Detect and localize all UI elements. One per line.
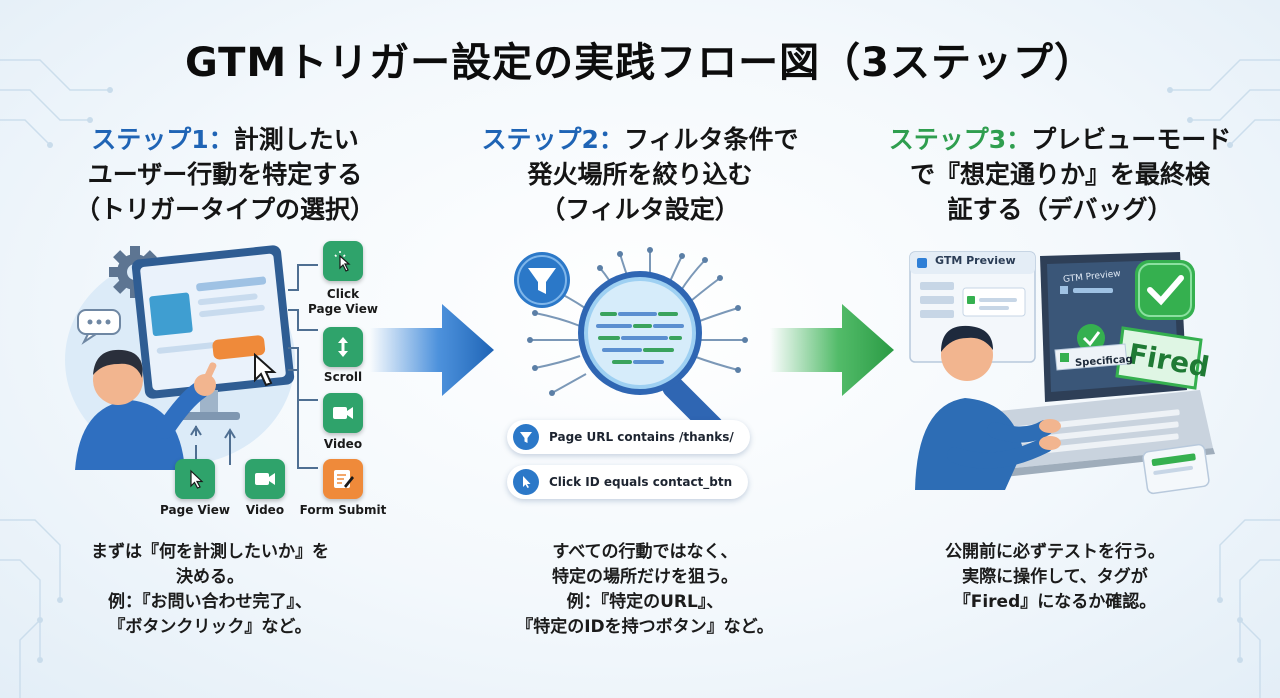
step3-description: 公開前に必ずテストを行う。 実際に操作して、タグが 『Fired』になるか確認。 <box>945 542 1165 612</box>
step1-description: まずは『何を計測したいか』を 決める。 例：『お問い合わせ完了』、 『ボタンクリ… <box>91 542 329 637</box>
video-label: Video <box>323 437 363 451</box>
form-submit-label: Form Submit <box>299 503 387 517</box>
video-bottom-label: Video <box>245 503 285 517</box>
step3-heading-line2: で『想定通りか』を最終検 <box>909 160 1210 189</box>
page-view-label: Page View <box>160 503 230 517</box>
step3-illustration <box>909 251 1215 495</box>
arrow-step2-to-step3 <box>770 304 894 396</box>
step2-label: ステップ2： <box>481 125 624 154</box>
scroll-arrows-icon <box>338 337 348 357</box>
filter-condition-url: Page URL contains /thanks/ <box>507 420 750 454</box>
video-trigger-tile-bottom <box>245 459 285 499</box>
step2-description: すべての行動ではなく、 特定の場所だけを狙う。 例：『特定のURL』、 『特定の… <box>516 542 774 637</box>
scroll-label: Scroll <box>323 370 363 384</box>
step2-heading-line2: 発火場所を絞り込む <box>527 160 753 189</box>
step2-illustration <box>514 247 748 438</box>
arrow-step1-to-step2 <box>370 304 494 396</box>
filter-condition-url-text: Page URL contains /thanks/ <box>549 430 734 444</box>
step3-heading-line1: プレビューモード <box>1031 125 1232 154</box>
step1-heading-line2: ユーザー行動を特定する <box>87 160 363 189</box>
funnel-icon <box>513 424 539 450</box>
cursor-icon <box>190 469 204 489</box>
gtm-preview-window <box>909 251 1036 363</box>
step3-heading: ステップ3：プレビューモード で『想定通りか』を最終検 証する（デバッグ） <box>870 122 1250 227</box>
gtm-preview-window-title: GTM Preview <box>935 254 1016 267</box>
monitor-illustration <box>131 245 295 420</box>
step2-heading: ステップ2：フィルタ条件で 発火場所を絞り込む （フィルタ設定） <box>450 122 830 227</box>
click-trigger-tile <box>323 241 363 281</box>
step2-heading-line3: （フィルタ設定） <box>540 195 740 224</box>
phone-illustration <box>1142 443 1210 495</box>
video-camera-icon <box>255 473 275 485</box>
step1-heading-line3: （トリガータイプの選択） <box>74 195 375 224</box>
step1-heading: ステップ1：計測したい ユーザー行動を特定する （トリガータイプの選択） <box>35 122 415 227</box>
filter-condition-click-id: Click ID equals contact_btn <box>507 465 749 499</box>
page-view-trigger-tile <box>175 459 215 499</box>
step1-label: ステップ1： <box>91 125 234 154</box>
video-trigger-tile <box>323 393 363 433</box>
scroll-trigger-tile <box>323 327 363 367</box>
click-page-view-label: Click Page View <box>308 287 378 316</box>
step1-heading-line1: 計測したい <box>233 125 359 154</box>
step1-illustration <box>65 245 318 470</box>
cursor-click-icon <box>334 251 351 272</box>
check-badge-icon <box>1135 260 1195 320</box>
step3-label: ステップ3： <box>888 125 1032 154</box>
form-edit-icon <box>334 470 354 488</box>
cursor-icon <box>254 352 277 387</box>
magnifying-glass-icon <box>578 271 724 438</box>
video-camera-icon <box>333 407 353 419</box>
cursor-icon <box>513 469 539 495</box>
form-submit-trigger-tile <box>323 459 363 499</box>
page-title: GTMトリガー設定の実践フロー図（3ステップ） <box>184 40 1096 86</box>
chat-bubble-icon <box>77 309 121 345</box>
user-person-illustration <box>75 349 217 470</box>
funnel-icon <box>514 252 570 308</box>
filter-condition-click-id-text: Click ID equals contact_btn <box>549 475 733 489</box>
user-person-illustration <box>915 325 1061 490</box>
step2-heading-line1: フィルタ条件で <box>623 125 799 154</box>
step3-heading-line3: 証する（デバッグ） <box>947 195 1173 224</box>
